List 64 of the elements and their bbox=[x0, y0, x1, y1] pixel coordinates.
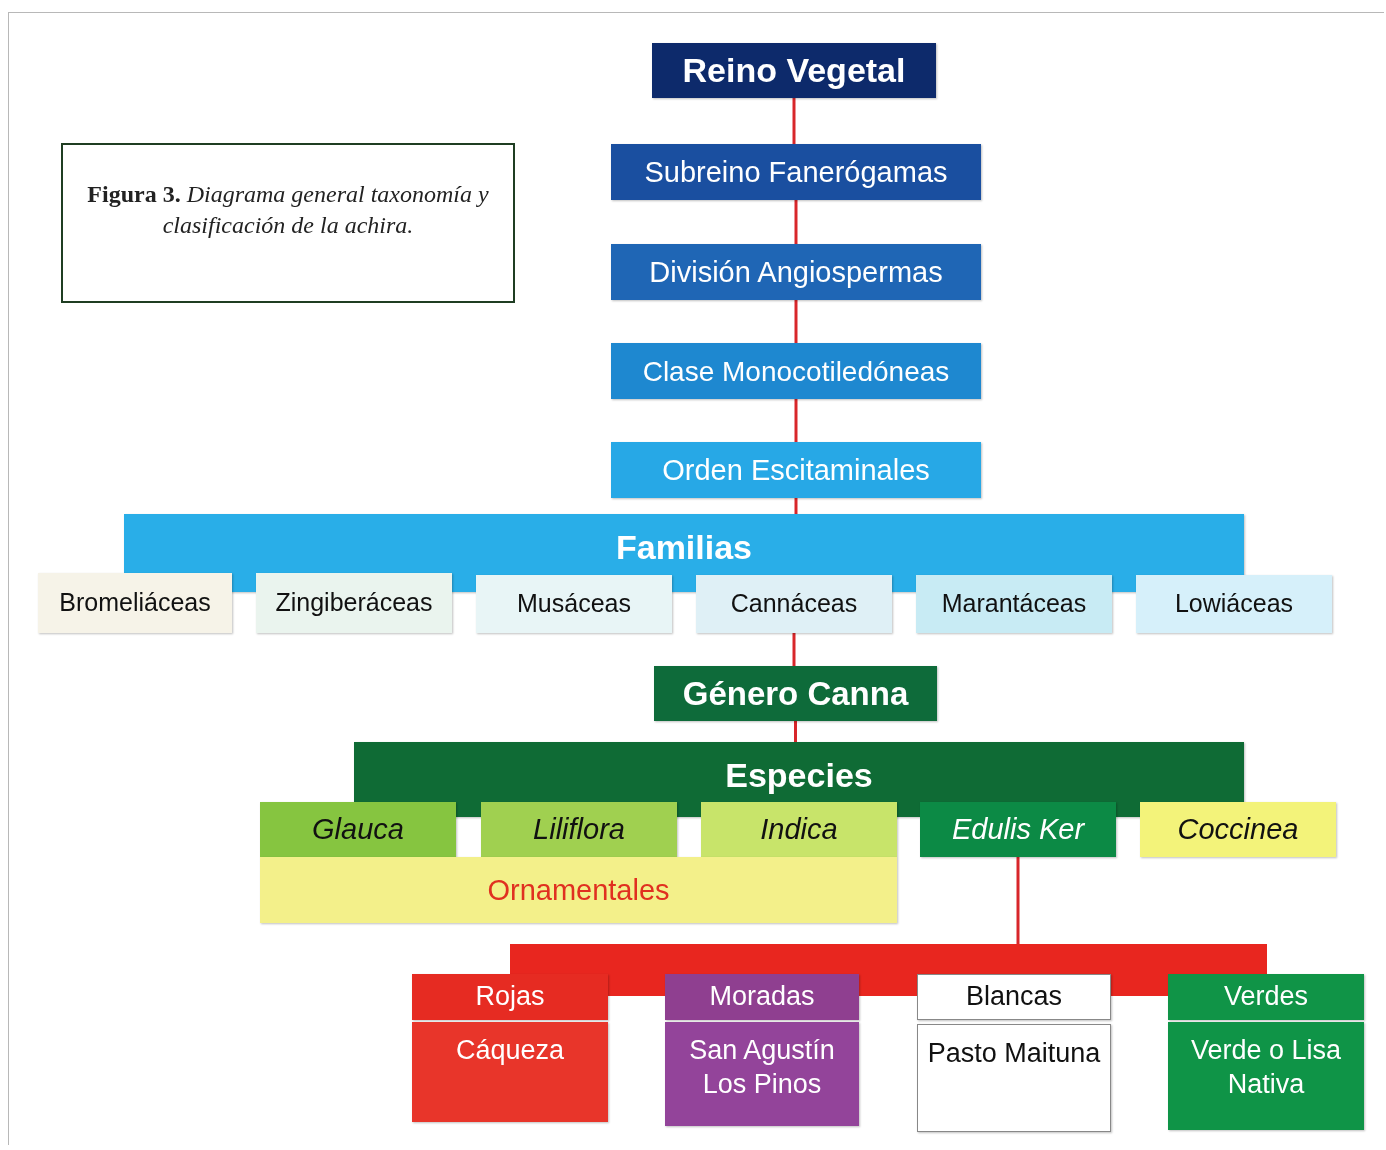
taxon-box bbox=[412, 1022, 608, 1122]
taxon-label: Glauca bbox=[312, 812, 404, 848]
connector-line bbox=[794, 399, 798, 442]
taxon-label: Blancas bbox=[965, 980, 1063, 1014]
taxon-label: San Agustín Los Pinos bbox=[688, 1034, 836, 1101]
taxon-box bbox=[1168, 974, 1364, 1020]
taxon-label: Clase Monocotiledóneas bbox=[642, 354, 950, 389]
taxon-box bbox=[920, 802, 1116, 857]
taxon-label: Musáceas bbox=[517, 588, 631, 620]
connector-line bbox=[794, 200, 798, 244]
taxon-box bbox=[256, 573, 452, 633]
connector-line bbox=[792, 98, 796, 144]
taxon-label: Rojas bbox=[475, 980, 545, 1014]
taxon-label: Especies bbox=[725, 755, 873, 796]
taxon-box bbox=[611, 144, 981, 200]
taxon-box bbox=[260, 857, 897, 923]
taxon-box bbox=[917, 974, 1111, 1020]
taxon-label: Verdes bbox=[1223, 980, 1309, 1014]
connector-line bbox=[792, 633, 796, 666]
taxon-label: Indica bbox=[760, 812, 838, 848]
caption-box bbox=[61, 143, 515, 303]
taxon-box bbox=[701, 802, 897, 857]
taxon-box bbox=[916, 575, 1112, 633]
taxon-label: Lowiáceas bbox=[1174, 588, 1294, 620]
taxon-label: Ornamentales bbox=[487, 872, 670, 908]
taxon-box bbox=[1168, 1022, 1364, 1130]
taxon-box bbox=[412, 974, 608, 1020]
taxon-label: Marantáceas bbox=[941, 588, 1087, 620]
connector-line bbox=[794, 721, 797, 742]
taxon-box bbox=[1140, 802, 1336, 857]
taxon-label: División Angiospermas bbox=[649, 254, 943, 290]
taxon-box bbox=[611, 343, 981, 399]
taxon-label: Zingiberáceas bbox=[275, 587, 433, 619]
taxon-label: Edulis Ker bbox=[951, 812, 1085, 848]
taxon-box bbox=[611, 442, 981, 498]
taxon-box bbox=[260, 802, 456, 857]
taxon-label: Subreino Fanerógamas bbox=[644, 154, 948, 190]
connector-line bbox=[794, 300, 798, 343]
taxon-box bbox=[476, 575, 672, 633]
taxon-label: Orden Escitaminales bbox=[662, 452, 930, 488]
taxon-label: Pasto Maituna bbox=[927, 1037, 1101, 1070]
taxon-box bbox=[1136, 575, 1332, 633]
taxon-box bbox=[665, 1022, 859, 1126]
figure-caption: Figura 3. Diagrama general taxonomía y clasificación de la achira. bbox=[86, 180, 490, 241]
taxon-label: Bromeliáceas bbox=[59, 587, 211, 619]
taxon-label: Familias bbox=[615, 527, 753, 568]
taxon-box bbox=[652, 43, 936, 98]
taxon-box bbox=[481, 802, 677, 857]
taxon-label: Género Canna bbox=[682, 673, 909, 714]
taxon-label: Cannáceas bbox=[730, 588, 858, 620]
taxon-label: Liliflora bbox=[533, 812, 625, 848]
taxon-label: Cáqueza bbox=[455, 1034, 565, 1067]
taxon-label: Reino Vegetal bbox=[682, 50, 906, 92]
taxon-label: Moradas bbox=[709, 980, 815, 1014]
connector-line bbox=[794, 498, 798, 514]
taxon-label: Coccinea bbox=[1177, 812, 1299, 848]
taxon-box bbox=[917, 1024, 1111, 1132]
taxon-box bbox=[611, 244, 981, 300]
taxon-box bbox=[654, 666, 937, 721]
taxon-box bbox=[38, 573, 232, 633]
taxon-box bbox=[665, 974, 859, 1020]
connector-line bbox=[1016, 857, 1020, 944]
taxon-label: Verde o Lisa Nativa bbox=[1189, 1034, 1343, 1101]
taxon-box bbox=[696, 575, 892, 633]
